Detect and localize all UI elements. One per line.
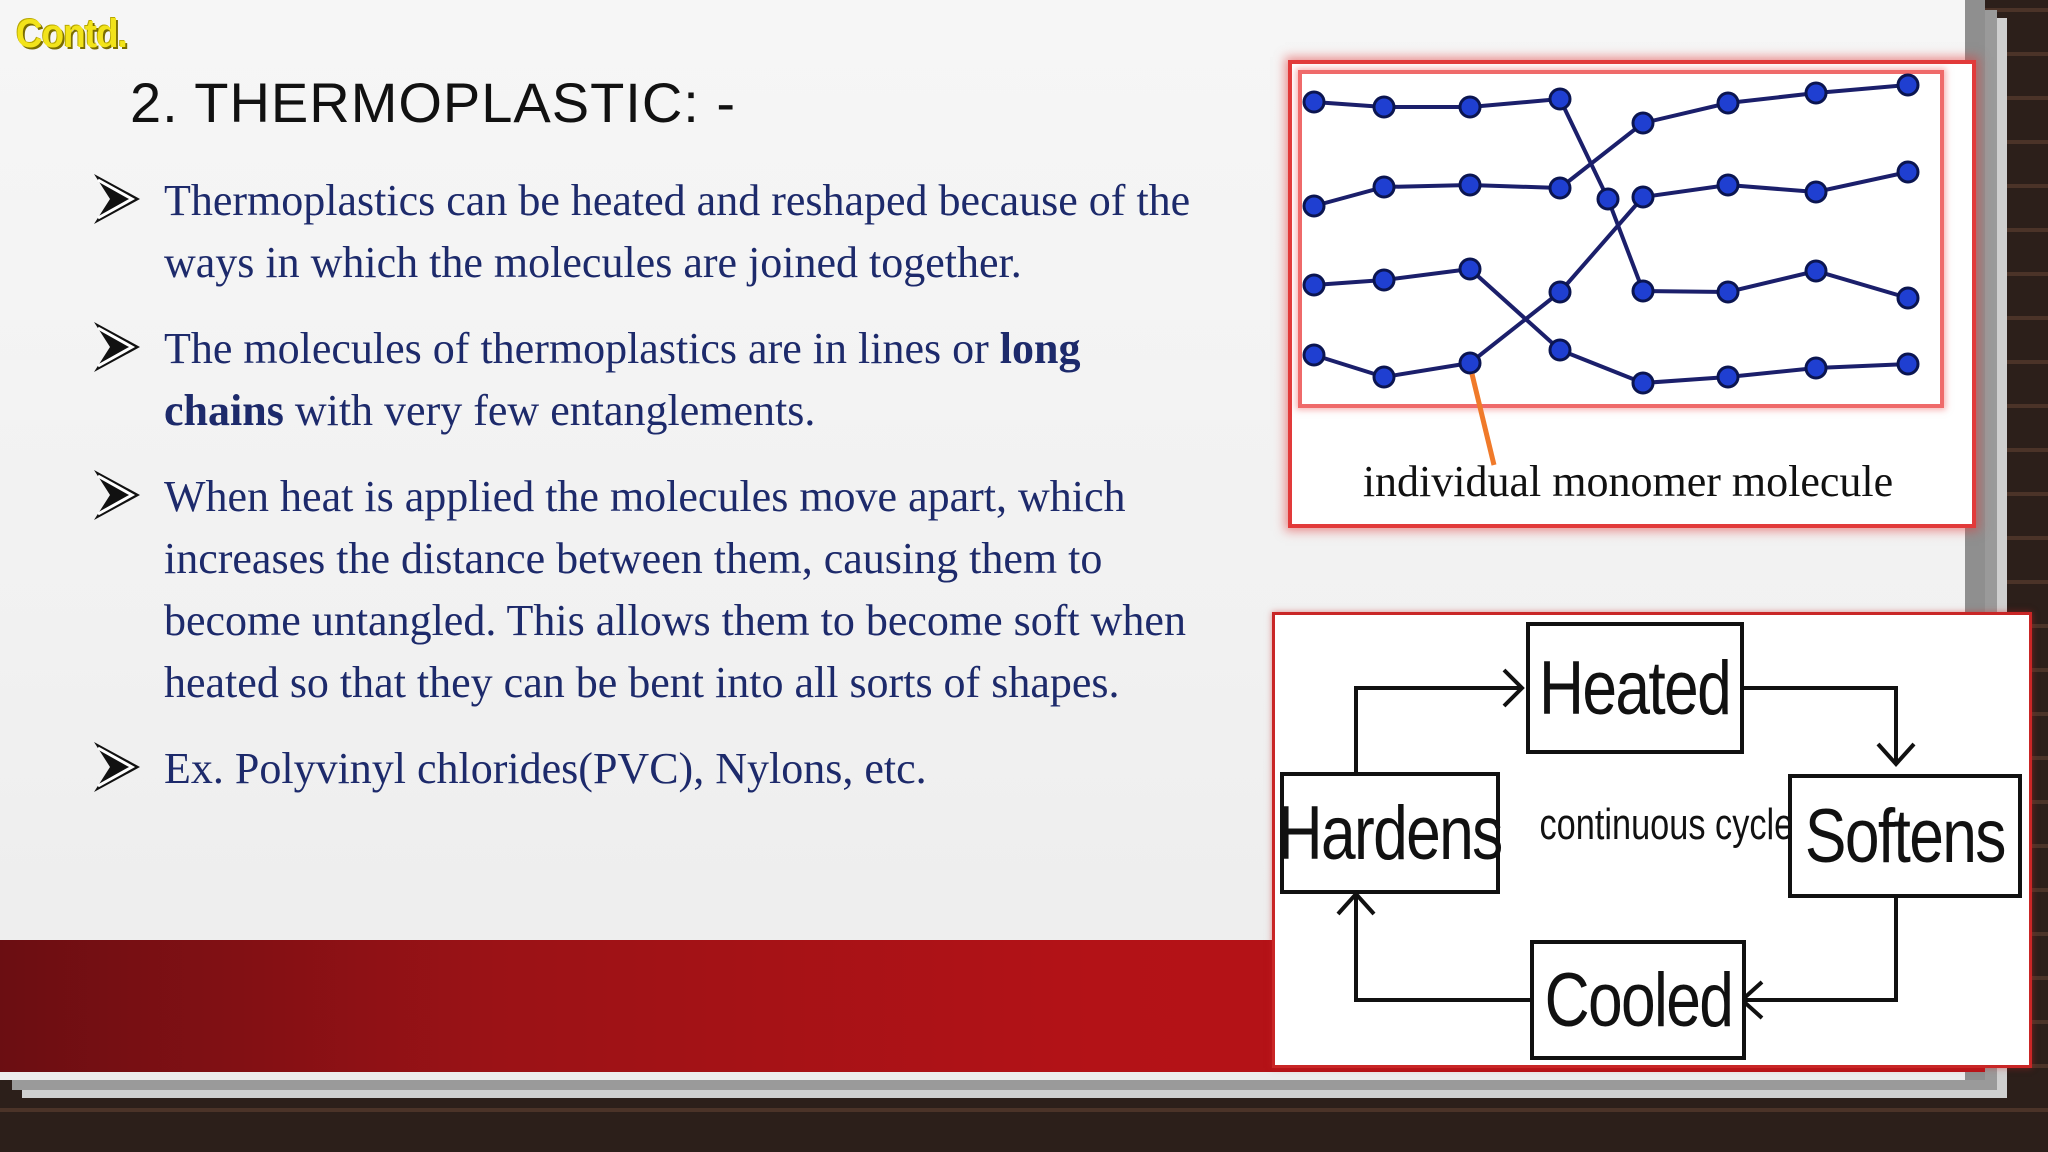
arrow-hardens-to-heated [1354, 686, 1522, 772]
bullet-text-bold: long chains [164, 324, 1081, 435]
bullet-text-after: with very few entanglements. [283, 386, 816, 435]
bullet-item: The molecules of thermoplastics are in l… [92, 318, 1202, 442]
monomer-node [1631, 279, 1655, 303]
monomer-node [1596, 187, 1620, 211]
monomer-node [1716, 173, 1740, 197]
bullet-list: Thermoplastics can be heated and reshape… [92, 170, 1202, 824]
monomer-node [1302, 343, 1326, 367]
bullet-text: Thermoplastics can be heated and reshape… [164, 176, 1191, 287]
chain-bond [1642, 268, 1909, 300]
bullet-text: Ex. Polyvinyl chlorides(PVC), Nylons, et… [164, 744, 927, 793]
chain-bond [1313, 97, 1561, 109]
monomer-node [1458, 351, 1482, 375]
cooled-label: Cooled [1544, 957, 1733, 1043]
monomer-node [1372, 268, 1396, 292]
monomer-node [1716, 91, 1740, 115]
monomer-node [1804, 180, 1828, 204]
monomer-node [1372, 175, 1396, 199]
cycle-arrows [1336, 668, 1916, 1020]
bullet-text: When heat is applied the molecules move … [164, 472, 1186, 707]
monomer-node [1458, 257, 1482, 281]
monomer-node [1548, 176, 1572, 200]
arrowhead-icon [1502, 668, 1525, 708]
chain-bond [1558, 121, 1645, 190]
monomer-node [1372, 95, 1396, 119]
arrow-softens-to-cooled [1742, 896, 1898, 1002]
monomer-node [1302, 273, 1326, 297]
monomer-node [1804, 259, 1828, 283]
arrow-bullet-icon [94, 470, 140, 520]
chain-bond [1559, 348, 1644, 385]
arrow-heated-to-softens [1742, 686, 1898, 764]
monomer-node [1804, 356, 1828, 380]
bullet-item: Thermoplastics can be heated and reshape… [92, 170, 1202, 294]
monomer-node [1458, 95, 1482, 119]
monomer-node [1896, 352, 1920, 376]
heated-label: Heated [1539, 645, 1732, 731]
arrowhead-icon [1876, 742, 1916, 767]
chain-caption: individual monomer molecule [1362, 457, 1894, 506]
monomer-node [1302, 90, 1326, 114]
monomer-node [1804, 81, 1828, 105]
chain-bond [1313, 182, 1561, 208]
polymer-chain-diagram [1302, 73, 1920, 466]
monomer-node [1631, 371, 1655, 395]
softens-box: Softens [1788, 774, 2022, 898]
monomer-node [1548, 338, 1572, 362]
monomer-node [1896, 73, 1920, 97]
monomer-node [1548, 87, 1572, 111]
chain-bond [1642, 170, 1909, 199]
monomer-node [1372, 365, 1396, 389]
caption-pointer [1469, 373, 1497, 466]
arrow-cooled-to-hardens [1354, 894, 1530, 1002]
chain-bond [1642, 83, 1909, 125]
cooled-box: Cooled [1530, 940, 1746, 1060]
bullet-item: When heat is applied the molecules move … [92, 466, 1202, 714]
contd-label: Contd. [16, 12, 128, 56]
cycle-center-label: continuous cycle [1539, 800, 1794, 849]
arrow-bullet-icon [94, 742, 140, 792]
hardens-label: Hardens [1277, 790, 1504, 876]
softens-label: Softens [1805, 793, 2007, 879]
chain-bond [1642, 362, 1909, 385]
monomer-node [1716, 365, 1740, 389]
monomer-node [1716, 280, 1740, 304]
slide-title: 2. THERMOPLASTIC: - [130, 71, 737, 134]
monomer-node [1896, 286, 1920, 310]
arrow-bullet-icon [94, 322, 140, 372]
monomer-node [1631, 111, 1655, 135]
monomer-node [1548, 280, 1572, 304]
arrowhead-icon [1336, 891, 1376, 916]
bullet-item: Ex. Polyvinyl chlorides(PVC), Nylons, et… [92, 738, 1202, 800]
monomer-node [1302, 194, 1326, 218]
monomer-node [1458, 173, 1482, 197]
chain-diagram-inner-frame [1298, 70, 1944, 408]
chain-bond [1468, 267, 1562, 352]
bullet-text-before: The molecules of thermoplastics are in l… [164, 324, 1000, 373]
hardens-box: Hardens [1277, 772, 1504, 894]
monomer-node [1631, 185, 1655, 209]
monomer-node [1896, 160, 1920, 184]
heated-box: Heated [1526, 622, 1744, 754]
arrow-bullet-icon [94, 174, 140, 224]
